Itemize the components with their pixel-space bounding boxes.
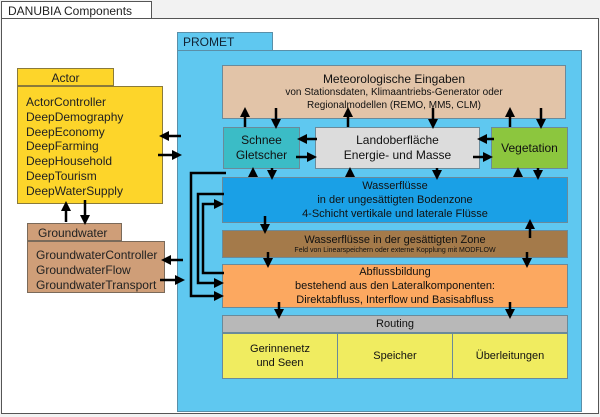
actor-item: DeepHousehold — [26, 154, 113, 169]
routing-cell-line1: Speicher — [373, 349, 417, 362]
meteo-line2: Regionalmodellen (REMO, MM5, CLM) — [307, 99, 481, 111]
actor-package: ActorController DeepDemography DeepEcono… — [17, 86, 163, 204]
unsat-line1: Wasserflüsse — [362, 180, 428, 192]
actor-package-title: Actor — [17, 68, 114, 86]
actor-item: DeepFarming — [26, 139, 99, 154]
land-surface-box: Landoberfläche Energie- und Masse — [315, 127, 480, 169]
connector-schnee-to-runoff — [189, 171, 226, 301]
groundwater-item: GroundwaterTransport — [36, 278, 157, 292]
connector-unsat-to-runoff — [196, 192, 224, 288]
runoff-line3: Direktabfluss, Interflow und Basisabflus… — [296, 294, 494, 306]
routing-cell-transfers: Überleitungen — [452, 333, 568, 379]
snow-line2: Gletscher — [235, 148, 288, 162]
unsaturated-zone-box: Wasserflüsse in der ungesättigten Bodenz… — [222, 177, 568, 223]
window-title-tab: DANUBIA Components — [1, 1, 152, 19]
saturated-zone-box: Wasserflüsse in der gesättigten Zone Fel… — [222, 230, 568, 258]
sat-line2: Feld von Linearspeichern oder externe Ko… — [294, 246, 496, 254]
connector-runoff-to-unsat — [201, 199, 224, 275]
actor-item: DeepDemography — [26, 109, 124, 124]
snow-glacier-box: Schnee Gletscher — [223, 127, 300, 169]
sat-line1: Wasserflüsse in der gesättigten Zone — [304, 233, 486, 246]
routing-cell-channel-network: Gerinnenetz und Seen — [222, 333, 338, 379]
groundwater-item: GroundwaterController — [36, 248, 158, 262]
groundwater-package-title: Groundwater — [27, 223, 122, 241]
actor-item: DeepTourism — [26, 168, 97, 183]
runoff-line2: bestehend aus den Lateralkomponenten: — [295, 280, 495, 292]
unsat-line3: 4-Schicht vertikale und laterale Flüsse — [302, 208, 488, 220]
promet-package-title: PROMET — [177, 32, 273, 50]
vegetation-box: Vegetation — [491, 127, 568, 169]
runoff-line1: Abflussbildung — [359, 266, 431, 278]
actor-item: DeepWaterSupply — [26, 183, 123, 198]
land-line2: Energie- und Masse — [343, 148, 452, 162]
groundwater-item: GroundwaterFlow — [36, 263, 131, 277]
unsat-line2: in der ungesättigten Bodenzone — [317, 194, 473, 206]
meteo-title: Meteorologische Eingaben — [322, 71, 466, 86]
snow-line1: Schnee — [241, 133, 282, 147]
meteo-line1: von Stationsdaten, Klimaantriebs-Generat… — [285, 86, 503, 98]
actor-item: ActorController — [26, 95, 107, 109]
groundwater-package: GroundwaterController GroundwaterFlow Gr… — [27, 241, 165, 293]
vegetation-label: Vegetation — [501, 140, 558, 155]
actor-item: DeepEconomy — [26, 124, 105, 139]
land-line1: Landoberfläche — [356, 133, 439, 147]
routing-cell-line1: Gerinnenetz — [250, 343, 310, 355]
routing-cell-storage: Speicher — [337, 333, 453, 379]
routing-cell-line1: Überleitungen — [475, 349, 545, 362]
runoff-generation-box: Abflussbildung bestehend aus den Lateral… — [222, 264, 568, 308]
routing-header: Routing — [222, 315, 568, 333]
routing-title: Routing — [376, 317, 414, 330]
routing-cell-line2: und Seen — [256, 357, 304, 369]
